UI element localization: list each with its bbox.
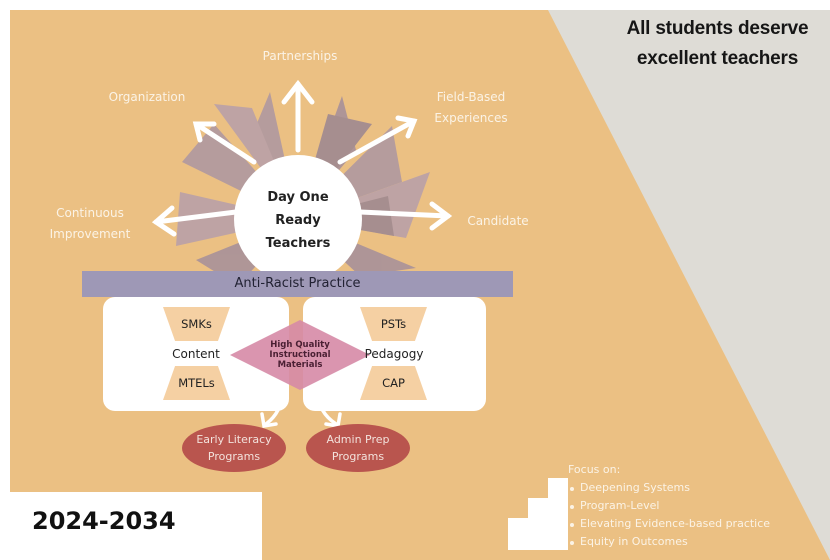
focus-item: Program-Level <box>568 497 770 515</box>
label-candidate: Candidate <box>467 214 529 228</box>
early-literacy-line-2: Programs <box>207 450 261 463</box>
focus-item: Deepening Systems <box>568 479 770 497</box>
label-field-based-line-1: Field-Based <box>436 90 506 104</box>
cap-block: CAP <box>360 366 427 400</box>
focus-item: Equity in Outcomes <box>568 533 770 551</box>
label-field-based-experiences: Field-Based Experiences <box>420 87 522 129</box>
label-partnerships: Partnerships <box>262 49 338 63</box>
headline-line-1: All students deserve <box>626 18 809 39</box>
early-literacy-programs-oval: Early Literacy Programs <box>182 424 286 472</box>
grey-triangle <box>548 10 830 560</box>
center-line-3: Teachers <box>265 236 331 251</box>
center-line-1: Day One <box>267 190 329 205</box>
materials-line-1: High Quality <box>270 340 330 350</box>
content-box <box>103 297 289 411</box>
materials-diamond <box>230 320 370 390</box>
year-box <box>0 492 262 560</box>
psts-block: PSTs <box>360 307 427 341</box>
year-range: 2024-2034 <box>32 507 176 535</box>
center-line-2: Ready <box>275 213 321 228</box>
stairs-icon <box>508 478 568 550</box>
focus-item: Elevating Evidence-based practice <box>568 515 770 533</box>
anti-racist-practice-bar: Anti-Racist Practice <box>82 271 513 297</box>
materials-line-2: Instructional <box>269 350 331 360</box>
label-continuous-improvement: Continuous Improvement <box>40 203 140 245</box>
admin-prep-programs-oval: Admin Prep Programs <box>306 424 410 472</box>
admin-prep-line-1: Admin Prep <box>326 433 390 446</box>
center-label: Day One Ready Teachers <box>234 186 362 255</box>
headline: All students deserve excellent teachers <box>605 14 830 74</box>
admin-prep-line-2: Programs <box>331 450 385 463</box>
label-field-based-line-2: Experiences <box>434 111 508 125</box>
smks-block: SMKs <box>163 307 230 341</box>
headline-line-2: excellent teachers <box>636 48 799 69</box>
label-continuous-line-1: Continuous <box>56 206 124 220</box>
focus-list: Focus on: Deepening Systems Program-Leve… <box>568 461 770 551</box>
label-continuous-line-2: Improvement <box>49 227 131 241</box>
materials-label: High Quality Instructional Materials <box>252 340 348 370</box>
outcome-arrows <box>151 79 453 237</box>
label-organization: Organization <box>108 90 186 104</box>
center-circle <box>234 155 362 283</box>
mtels-block: MTELs <box>163 366 230 400</box>
materials-line-3: Materials <box>277 360 323 370</box>
focus-heading: Focus on: <box>568 463 621 476</box>
pedagogy-box <box>303 297 486 411</box>
pedagogy-label: Pedagogy <box>364 347 424 361</box>
content-label: Content <box>172 347 220 361</box>
early-literacy-line-1: Early Literacy <box>196 433 272 446</box>
